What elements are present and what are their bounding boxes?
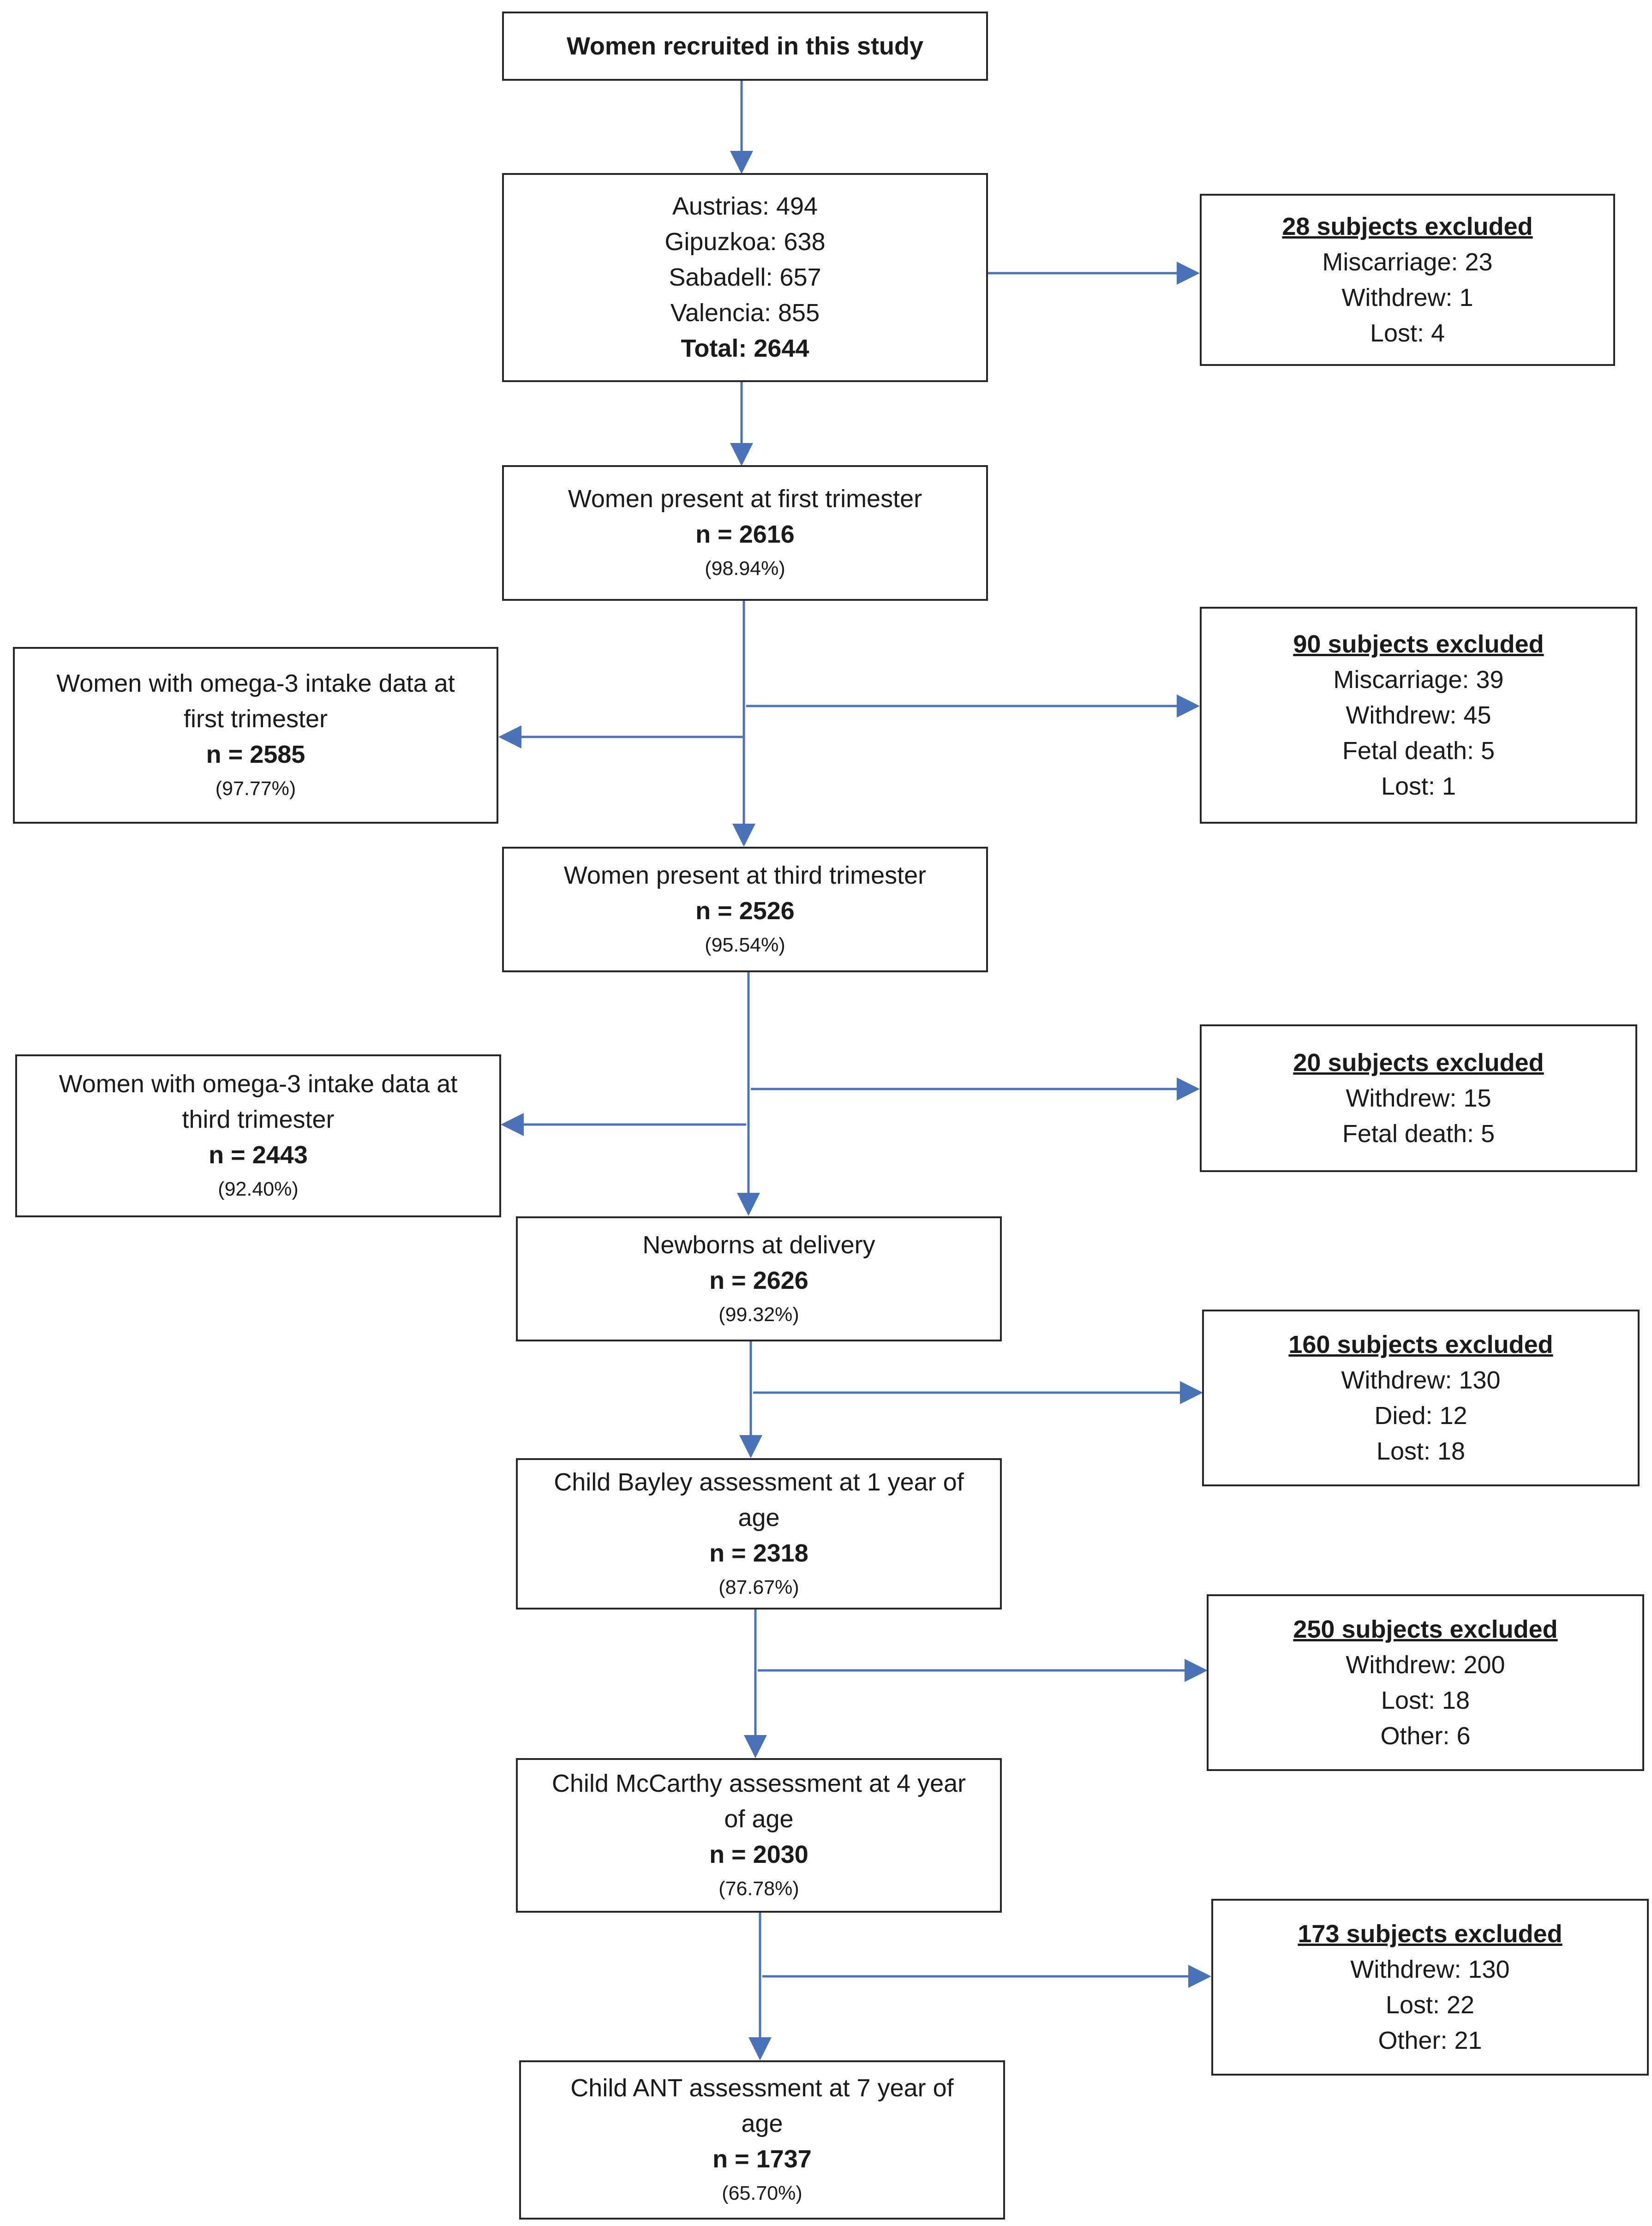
excl-173-line: Lost: 22 (1385, 1991, 1475, 2019)
excl-250-heading: 250 subjects excluded (1293, 1615, 1558, 1643)
ant-pct: (65.70%) (722, 2182, 802, 2204)
excl-20-heading: 20 subjects excluded (1293, 1048, 1544, 1077)
third-trimester-pct: (95.54%) (705, 934, 785, 956)
excl-90-line: Fetal death: 5 (1342, 736, 1495, 765)
mccarthy-pct: (76.78%) (718, 1878, 799, 1900)
excl-28-box: 28 subjects excluded Miscarriage: 23 Wit… (1200, 194, 1615, 366)
excl-250-line: Withdrew: 200 (1346, 1651, 1505, 1679)
bayley-box: Child Bayley assessment at 1 year of age… (516, 1458, 1002, 1610)
omega-first-box: Women with omega-3 intake data at first … (13, 647, 498, 824)
omega-first-label: first trimester (183, 705, 328, 733)
third-trimester-box: Women present at third trimester n = 252… (502, 847, 988, 972)
excl-160-line: Withdrew: 130 (1341, 1366, 1501, 1394)
cohort-asturias: Austrias: 494 (672, 192, 818, 220)
ant-n: n = 1737 (712, 2145, 812, 2173)
excl-28-line: Withdrew: 1 (1341, 283, 1473, 311)
omega-third-pct: (92.40%) (218, 1178, 299, 1200)
excl-173-line: Other: 21 (1378, 2026, 1482, 2054)
excl-250-line: Other: 6 (1380, 1722, 1471, 1750)
third-trimester-n: n = 2526 (695, 897, 795, 925)
omega-third-box: Women with omega-3 intake data at third … (15, 1054, 501, 1217)
excl-173-heading: 173 subjects excluded (1298, 1920, 1562, 1948)
newborns-label: Newborns at delivery (642, 1231, 875, 1259)
excl-90-line: Lost: 1 (1381, 772, 1456, 800)
excl-250-line: Lost: 18 (1381, 1686, 1470, 1714)
newborns-pct: (99.32%) (718, 1303, 799, 1326)
excl-90-line: Miscarriage: 39 (1333, 665, 1504, 694)
newborns-n: n = 2626 (709, 1266, 808, 1294)
third-trimester-label: Women present at third trimester (563, 862, 927, 889)
cohort-sabadell: Sabadell: 657 (669, 263, 821, 291)
excl-160-line: Lost: 18 (1376, 1437, 1466, 1465)
first-trimester-pct: (98.94%) (705, 557, 785, 580)
omega-third-label: third trimester (182, 1106, 335, 1133)
excl-20-line: Withdrew: 15 (1346, 1084, 1491, 1112)
bayley-n: n = 2318 (709, 1539, 808, 1567)
cohorts-box: Austrias: 494 Gipuzkoa: 638 Sabadell: 65… (502, 173, 988, 382)
first-trimester-label: Women present at first trimester (568, 485, 922, 513)
excl-90-heading: 90 subjects excluded (1293, 630, 1544, 658)
ant-box: Child ANT assessment at 7 year of age n … (519, 2060, 1005, 2220)
mccarthy-box: Child McCarthy assessment at 4 year of a… (516, 1758, 1002, 1913)
excl-173-line: Withdrew: 130 (1350, 1955, 1510, 1983)
excl-28-line: Miscarriage: 23 (1322, 248, 1493, 276)
excl-90-box: 90 subjects excluded Miscarriage: 39 Wit… (1200, 607, 1637, 824)
cohort-valencia: Valencia: 855 (670, 299, 820, 327)
ant-label: Child ANT assessment at 7 year of (570, 2074, 954, 2102)
excl-28-line: Lost: 4 (1370, 319, 1445, 347)
omega-third-label: Women with omega-3 intake data at (59, 1070, 458, 1098)
ant-label: age (741, 2110, 783, 2137)
omega-third-n: n = 2443 (209, 1141, 308, 1169)
excl-160-box: 160 subjects excluded Withdrew: 130 Died… (1202, 1310, 1640, 1486)
omega-first-label: Women with omega-3 intake data at (56, 670, 455, 697)
cohort-gipuzkoa: Gipuzkoa: 638 (664, 228, 826, 256)
recruited-box: Women recruited in this study (502, 12, 988, 81)
first-trimester-box: Women present at first trimester n = 261… (502, 465, 988, 601)
mccarthy-label: Child McCarthy assessment at 4 year (551, 1770, 966, 1797)
excl-173-box: 173 subjects excluded Withdrew: 130 Lost… (1211, 1899, 1649, 2076)
excl-160-heading: 160 subjects excluded (1288, 1330, 1553, 1358)
excl-20-line: Fetal death: 5 (1342, 1119, 1495, 1148)
mccarthy-label: of age (724, 1805, 794, 1833)
excl-250-box: 250 subjects excluded Withdrew: 200 Lost… (1207, 1594, 1644, 1771)
omega-first-pct: (97.77%) (215, 778, 296, 800)
first-trimester-n: n = 2616 (695, 521, 795, 548)
bayley-pct: (87.67%) (718, 1576, 799, 1598)
excl-28-heading: 28 subjects excluded (1282, 212, 1533, 240)
omega-first-n: n = 2585 (206, 741, 305, 768)
excl-90-line: Withdrew: 45 (1346, 701, 1491, 729)
excl-160-line: Died: 12 (1374, 1401, 1467, 1430)
excl-20-box: 20 subjects excluded Withdrew: 15 Fetal … (1200, 1024, 1637, 1172)
cohort-total: Total: 2644 (681, 335, 809, 362)
bayley-label: Child Bayley assessment at 1 year of (554, 1468, 964, 1496)
newborns-box: Newborns at delivery n = 2626 (99.32%) (516, 1216, 1002, 1341)
mccarthy-n: n = 2030 (709, 1841, 808, 1868)
recruited-title: Women recruited in this study (566, 32, 924, 60)
bayley-label: age (738, 1503, 780, 1532)
